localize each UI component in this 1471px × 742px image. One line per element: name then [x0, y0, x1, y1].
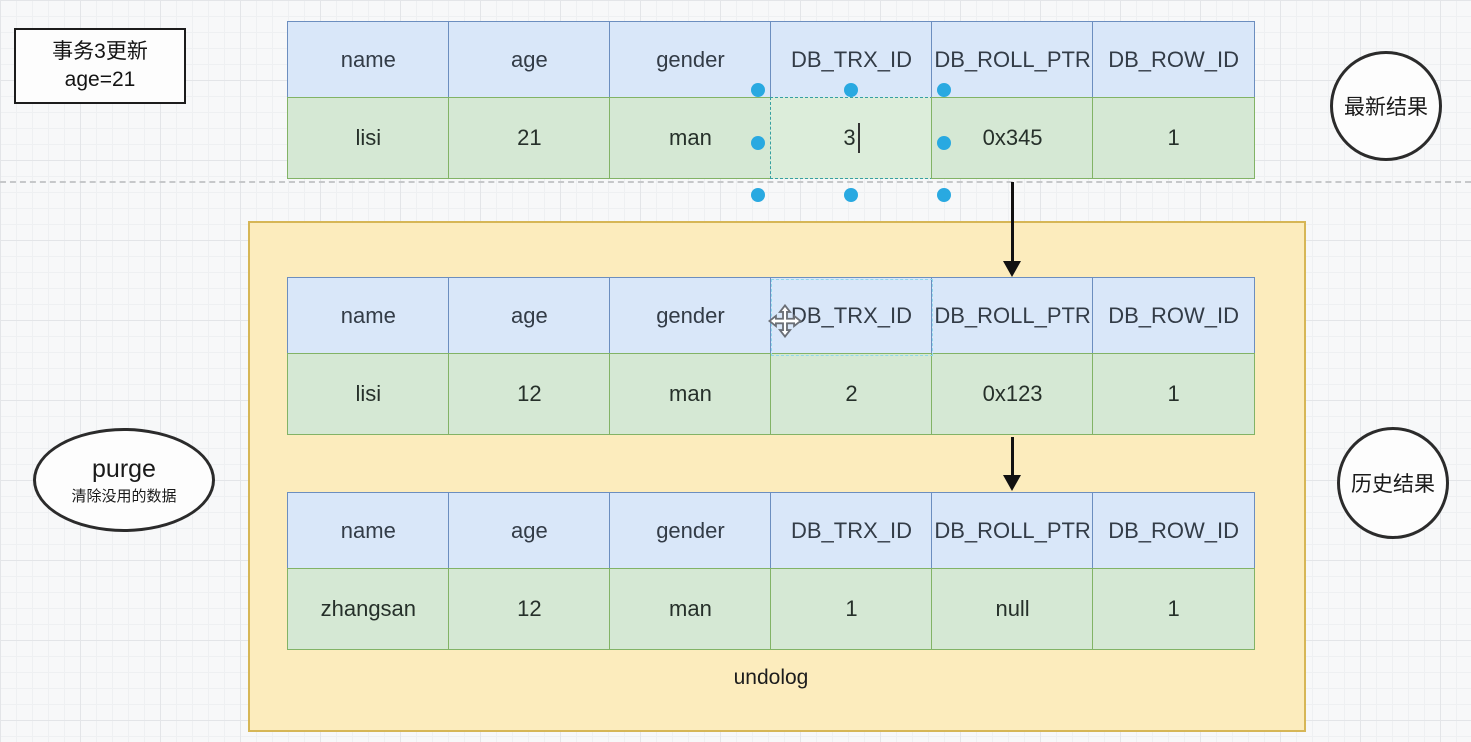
column-header-age[interactable]: age [448, 277, 611, 355]
column-header-age[interactable]: age [448, 21, 611, 99]
column-header-name[interactable]: name [287, 492, 450, 570]
table-data-row: lisi 12 man 2 0x123 1 [287, 353, 1255, 436]
version-chain-arrow-2[interactable] [1011, 437, 1014, 476]
table-header-row: name age gender DB_TRX_ID DB_ROLL_PTR DB… [287, 21, 1255, 99]
undolog-label: undolog [733, 666, 809, 689]
latest-version-table[interactable]: name age gender DB_TRX_ID DB_ROLL_PTR DB… [287, 21, 1255, 180]
column-header-db-trx-id[interactable]: DB_TRX_ID [770, 277, 933, 355]
cell-db-trx-id[interactable]: 2 [770, 353, 933, 436]
selection-handle[interactable] [751, 188, 765, 202]
cell-name[interactable]: lisi [287, 97, 450, 180]
column-header-db-roll-ptr[interactable]: DB_ROLL_PTR [931, 277, 1094, 355]
cell-name[interactable]: zhangsan [287, 568, 450, 651]
cell-db-roll-ptr[interactable]: 0x345 [931, 97, 1094, 180]
transaction-note-box[interactable]: 事务3更新 age=21 [14, 28, 186, 104]
cell-db-roll-ptr[interactable]: null [931, 568, 1094, 651]
history-result-label: 历史结果 [1351, 473, 1435, 496]
cell-db-row-id[interactable]: 1 [1092, 97, 1255, 180]
note-line2: age=21 [64, 68, 136, 91]
column-header-name[interactable]: name [287, 277, 450, 355]
table-header-row: name age gender DB_TRX_ID DB_ROLL_PTR DB… [287, 492, 1255, 570]
column-header-db-row-id[interactable]: DB_ROW_ID [1092, 21, 1255, 99]
latest-result-label: 最新结果 [1344, 96, 1428, 119]
column-header-db-row-id[interactable]: DB_ROW_ID [1092, 492, 1255, 570]
cell-gender[interactable]: man [609, 568, 772, 651]
editing-value: 3 [843, 125, 856, 151]
column-header-gender[interactable]: gender [609, 21, 772, 99]
cell-db-row-id[interactable]: 1 [1092, 353, 1255, 436]
column-header-age[interactable]: age [448, 492, 611, 570]
move-cursor-icon [768, 304, 802, 338]
selection-handle[interactable] [751, 83, 765, 97]
note-line1: 事务3更新 [52, 40, 148, 64]
column-header-db-trx-id[interactable]: DB_TRX_ID [770, 492, 933, 570]
purge-subtitle: 清除没用的数据 [71, 487, 177, 505]
cell-name[interactable]: lisi [287, 353, 450, 436]
table-data-row: zhangsan 12 man 1 null 1 [287, 568, 1255, 651]
cell-gender[interactable]: man [609, 353, 772, 436]
column-header-gender[interactable]: gender [609, 492, 772, 570]
column-header-gender[interactable]: gender [609, 277, 772, 355]
selection-handle[interactable] [751, 136, 765, 150]
history-result-circle[interactable]: 历史结果 [1337, 427, 1449, 539]
selection-handle[interactable] [937, 188, 951, 202]
column-header-db-roll-ptr[interactable]: DB_ROLL_PTR [931, 492, 1094, 570]
cell-gender[interactable]: man [609, 97, 772, 180]
cell-db-trx-id[interactable]: 1 [770, 568, 933, 651]
selection-handle[interactable] [937, 83, 951, 97]
version-chain-arrow-1[interactable] [1011, 182, 1014, 262]
arrowhead-down-icon [1003, 261, 1021, 277]
cell-db-row-id[interactable]: 1 [1092, 568, 1255, 651]
cell-age[interactable]: 12 [448, 568, 611, 651]
table-data-row: lisi 21 man 3 0x345 1 [287, 97, 1255, 180]
purge-title: purge [92, 454, 156, 483]
selection-handle[interactable] [844, 83, 858, 97]
column-header-db-roll-ptr[interactable]: DB_ROLL_PTR [931, 21, 1094, 99]
cell-db-trx-id-editing[interactable]: 3 [770, 97, 933, 180]
undo-version-2-table[interactable]: name age gender DB_TRX_ID DB_ROLL_PTR DB… [287, 492, 1255, 651]
cell-db-roll-ptr[interactable]: 0x123 [931, 353, 1094, 436]
drag-selection-preview [771, 279, 933, 356]
purge-ellipse[interactable]: purge 清除没用的数据 [33, 428, 215, 532]
latest-result-circle[interactable]: 最新结果 [1330, 51, 1442, 161]
selection-handle[interactable] [937, 136, 951, 150]
undo-version-1-table[interactable]: name age gender DB_TRX_ID DB_ROLL_PTR DB… [287, 277, 1255, 436]
alignment-guide-line [0, 181, 1471, 183]
cell-age[interactable]: 21 [448, 97, 611, 180]
selection-handle[interactable] [844, 188, 858, 202]
cell-age[interactable]: 12 [448, 353, 611, 436]
column-header-name[interactable]: name [287, 21, 450, 99]
text-caret [857, 123, 860, 154]
arrowhead-down-icon [1003, 475, 1021, 491]
column-header-db-row-id[interactable]: DB_ROW_ID [1092, 277, 1255, 355]
